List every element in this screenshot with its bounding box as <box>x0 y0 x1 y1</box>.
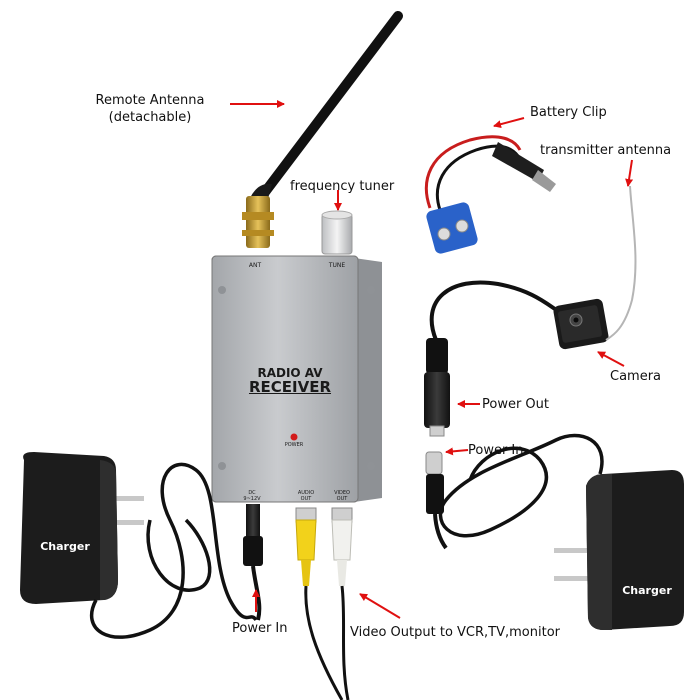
label-remote-antenna-line2: (detachable) <box>108 110 192 125</box>
label-power-out: Power Out <box>482 397 550 412</box>
pinhole-camera <box>553 298 609 350</box>
receiver-dc-range: 9~12V <box>243 496 261 502</box>
battery-clip <box>424 135 556 254</box>
arrow-battery-clip <box>493 117 525 129</box>
transmitter-power-in-plug <box>425 451 448 550</box>
arrow-video-output <box>359 593 401 619</box>
receiver-power-label: POWER <box>284 442 304 448</box>
label-camera: Camera <box>610 369 662 384</box>
label-transmitter-antenna: transmitter antenna <box>540 143 672 158</box>
label-remote-antenna: Remote Antenna (detachable) <box>70 92 230 126</box>
receiver-dc-text: DC <box>248 490 256 496</box>
receiver-tune-label: TUNE <box>328 262 346 269</box>
receiver-audio-line1: AUDIO <box>297 490 315 496</box>
receiver-video-out-label: VIDEO OUT <box>326 490 358 502</box>
label-video-output: Video Output to VCR,TV,monitor <box>350 625 560 640</box>
receiver-box <box>211 255 382 503</box>
charger-right <box>438 433 684 630</box>
charger-left-label: Charger <box>40 540 90 553</box>
label-remote-antenna-line1: Remote Antenna <box>95 93 205 108</box>
label-battery-clip: Battery Clip <box>530 105 607 120</box>
receiver-title-line1: RADIO AV <box>257 366 323 380</box>
camera-power-out-socket <box>424 280 571 437</box>
rca-yellow-plug <box>295 519 317 561</box>
charger-right-label: Charger <box>622 584 672 597</box>
remote-antenna <box>242 11 403 248</box>
receiver-dc-label: DC 9~12V <box>236 490 268 502</box>
arrow-power-in-right <box>445 447 469 456</box>
label-power-in-right: Power In <box>468 443 524 458</box>
power-led <box>290 433 298 441</box>
label-frequency-tuner: frequency tuner <box>290 179 395 194</box>
receiver-ant-label: ANT <box>248 262 262 269</box>
receiver-video-line1: VIDEO <box>334 490 350 496</box>
arrow-camera <box>597 351 625 367</box>
transmitter-antenna-wire <box>605 185 637 341</box>
frequency-tuner-knob <box>321 210 353 255</box>
callout-arrows <box>230 100 634 619</box>
rca-white-plug <box>331 519 353 561</box>
antenna-connector <box>246 196 270 248</box>
receiver-dc-plug <box>243 504 263 621</box>
receiver-title: RADIO AV RECEIVER <box>230 366 350 396</box>
rca-cables <box>295 507 353 700</box>
receiver-audio-out-label: AUDIO OUT <box>290 490 322 502</box>
receiver-video-line2: OUT <box>336 496 348 502</box>
label-power-in-left: Power In <box>232 621 288 636</box>
receiver-title-line2: RECEIVER <box>248 378 332 396</box>
receiver-audio-line2: OUT <box>300 496 312 502</box>
arrow-transmitter-antenna <box>625 159 634 187</box>
charger-left <box>20 452 258 639</box>
